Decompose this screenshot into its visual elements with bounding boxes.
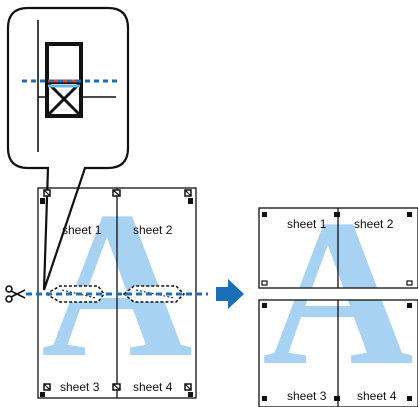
crop-mark-icon	[40, 392, 45, 397]
crop-mark-icon	[188, 392, 193, 397]
right-arrow-icon	[216, 279, 244, 309]
overlap-mark-right	[122, 285, 186, 303]
after-sheet-3-label: sheet 3	[287, 389, 327, 403]
crop-mark-icon	[262, 396, 267, 401]
before-sheet-3-label: sheet 3	[60, 380, 100, 394]
crop-mark-icon	[43, 189, 51, 197]
before-sheet-4-label: sheet 4	[133, 380, 173, 394]
before-sheet-1-label: sheet 1	[62, 223, 102, 237]
crop-mark-icon	[407, 212, 412, 217]
overlap-mark-left	[44, 285, 105, 303]
crop-mark-icon	[406, 280, 413, 286]
crop-mark-icon	[43, 383, 51, 391]
crop-mark-icon	[184, 383, 192, 391]
scissors-icon	[5, 285, 26, 303]
after-gap	[252, 288, 418, 300]
before-sheet-2-label: sheet 2	[133, 223, 173, 237]
crop-mark-icon	[112, 189, 121, 197]
crop-mark-icon	[188, 198, 193, 204]
crop-mark-icon	[262, 212, 267, 217]
crop-mark-icon	[262, 303, 267, 308]
crop-mark-icon	[40, 198, 45, 204]
crop-mark-icon	[407, 303, 412, 308]
overlap-mark-right-inner	[135, 289, 175, 299]
crop-mark-icon	[334, 396, 340, 401]
zoom-cross-b	[45, 80, 83, 118]
zoom-callout	[6, 6, 130, 291]
crop-mark-icon	[184, 189, 192, 197]
after-sheet-2-label: sheet 2	[354, 217, 394, 231]
after-sheet-4-label: sheet 4	[357, 389, 397, 403]
zoom-mark-box-top	[45, 42, 83, 84]
crop-mark-icon	[261, 280, 268, 286]
after-sheet-1-label: sheet 1	[287, 217, 327, 231]
before-assembly: A sheet 1 sheet 2 sheet 3 sheet 4	[5, 169, 208, 401]
crop-mark-icon	[407, 396, 412, 401]
after-assembly: A sheet 1 sheet 2 sheet 3 sheet 4	[252, 177, 418, 407]
crop-mark-icon	[334, 212, 340, 217]
crop-mark-icon	[112, 383, 121, 391]
